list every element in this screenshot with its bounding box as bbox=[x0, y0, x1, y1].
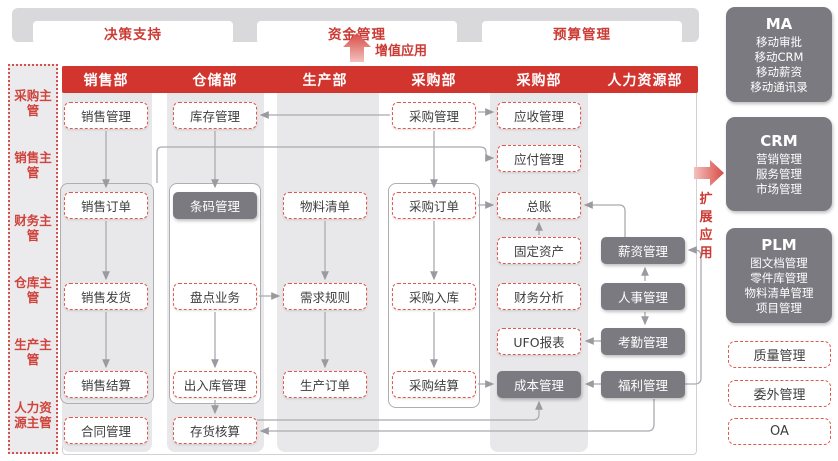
module-general-ledger: 总账 bbox=[497, 192, 581, 219]
extension-right-arrow bbox=[694, 160, 724, 186]
node-outsourcing-management: 委外管理 bbox=[728, 380, 831, 407]
extension-label-char: 展 bbox=[699, 210, 713, 225]
dept-production: 生产部 bbox=[302, 73, 348, 89]
module-production-order: 生产订单 bbox=[283, 371, 367, 398]
dept-warehouse: 仓储部 bbox=[192, 73, 238, 89]
extension-label: 扩展应用 bbox=[697, 191, 715, 263]
panel-plm: PLM 图文档管理零件库管理物料清单管理项目管理 bbox=[726, 228, 832, 323]
module-demand-rules: 需求规则 bbox=[283, 283, 367, 310]
panel-item: 移动通讯录 bbox=[750, 79, 808, 94]
value-add-up-arrow bbox=[343, 33, 371, 62]
module-purchase-settlement: 采购结算 bbox=[392, 371, 476, 398]
module-financial-analysis: 财务分析 bbox=[497, 283, 581, 310]
role-sales-supervisor: 销售主管 bbox=[14, 150, 52, 181]
role-finance-supervisor: 财务主管 bbox=[14, 212, 52, 243]
module-sales-order: 销售订单 bbox=[64, 192, 148, 219]
module-attendance-management: 考勤管理 bbox=[601, 328, 685, 355]
module-barcode-management: 条码管理 bbox=[173, 192, 257, 219]
role-production-supervisor: 生产主管 bbox=[14, 337, 52, 368]
module-payables-management: 应付管理 bbox=[497, 145, 581, 172]
extension-label-char: 扩 bbox=[699, 192, 713, 207]
role-warehouse-supervisor: 仓库主管 bbox=[14, 275, 52, 306]
panel-item: 项目管理 bbox=[756, 300, 802, 315]
module-sales-settlement: 销售结算 bbox=[64, 371, 148, 398]
supervisor-sidebar: 采购主管 销售主管 财务主管 仓库主管 生产主管 人力资源主管 bbox=[8, 64, 58, 454]
panel-item: 移动审批 bbox=[756, 34, 802, 49]
panel-item: 图文档管理 bbox=[750, 255, 808, 270]
role-purchasing-supervisor: 采购主管 bbox=[14, 88, 52, 119]
panel-item: 市场管理 bbox=[756, 181, 802, 196]
panel-item: 移动CRM bbox=[754, 49, 804, 64]
dept-purchasing-1: 采购部 bbox=[411, 73, 457, 89]
top-applications-bar: 决策支持 资金管理 预算管理 bbox=[12, 8, 699, 44]
node-oa: OA bbox=[728, 418, 831, 445]
dept-purchasing-2: 采购部 bbox=[516, 73, 562, 89]
node-fund-management: 资金管理 bbox=[257, 21, 457, 44]
module-inventory-management: 库存管理 bbox=[173, 102, 257, 129]
module-receivables-management: 应收管理 bbox=[497, 102, 581, 129]
module-hr-personnel-management: 人事管理 bbox=[601, 283, 685, 310]
panel-plm-title: PLM bbox=[761, 235, 797, 254]
extension-label-char: 应 bbox=[699, 228, 713, 243]
node-decision-support: 决策支持 bbox=[33, 21, 233, 44]
module-stocktaking: 盘点业务 bbox=[173, 283, 257, 310]
department-header-band bbox=[62, 66, 698, 93]
node-quality-management: 质量管理 bbox=[728, 341, 831, 368]
node-budget-management: 预算管理 bbox=[482, 21, 682, 44]
panel-item: 物料清单管理 bbox=[744, 285, 814, 300]
module-inventory-accounting: 存货核算 bbox=[173, 417, 257, 444]
module-ufo-report: UFO报表 bbox=[497, 328, 581, 355]
panel-item: 营销管理 bbox=[756, 151, 802, 166]
panel-crm-title: CRM bbox=[760, 131, 798, 150]
module-sales-management: 销售管理 bbox=[64, 102, 148, 129]
role-hr-supervisor: 人力资源主管 bbox=[14, 399, 52, 430]
module-sales-delivery: 销售发货 bbox=[64, 283, 148, 310]
module-purchase-order: 采购订单 bbox=[392, 192, 476, 219]
panel-crm: CRM 营销管理服务管理市场管理 bbox=[726, 117, 832, 211]
module-procurement-management: 采购管理 bbox=[392, 102, 476, 129]
module-payroll-management: 薪资管理 bbox=[601, 237, 685, 264]
module-fixed-assets: 固定资产 bbox=[497, 237, 581, 264]
module-purchase-receipt: 采购入库 bbox=[392, 283, 476, 310]
dept-sales: 销售部 bbox=[83, 73, 129, 89]
module-warehouse-in-out-management: 出入库管理 bbox=[173, 371, 257, 398]
dept-human-resources: 人力资源部 bbox=[607, 73, 683, 89]
extension-label-char: 用 bbox=[699, 246, 713, 261]
module-cost-management: 成本管理 bbox=[497, 371, 581, 398]
panel-ma-title: MA bbox=[765, 14, 793, 33]
module-contract-management: 合同管理 bbox=[64, 417, 148, 444]
value-add-label: 增值应用 bbox=[375, 44, 428, 59]
panel-item: 移动薪资 bbox=[756, 64, 802, 79]
panel-item: 服务管理 bbox=[756, 166, 802, 181]
panel-item: 零件库管理 bbox=[750, 270, 808, 285]
module-welfare-management: 福利管理 bbox=[601, 371, 685, 398]
module-bom-list: 物料清单 bbox=[283, 192, 367, 219]
